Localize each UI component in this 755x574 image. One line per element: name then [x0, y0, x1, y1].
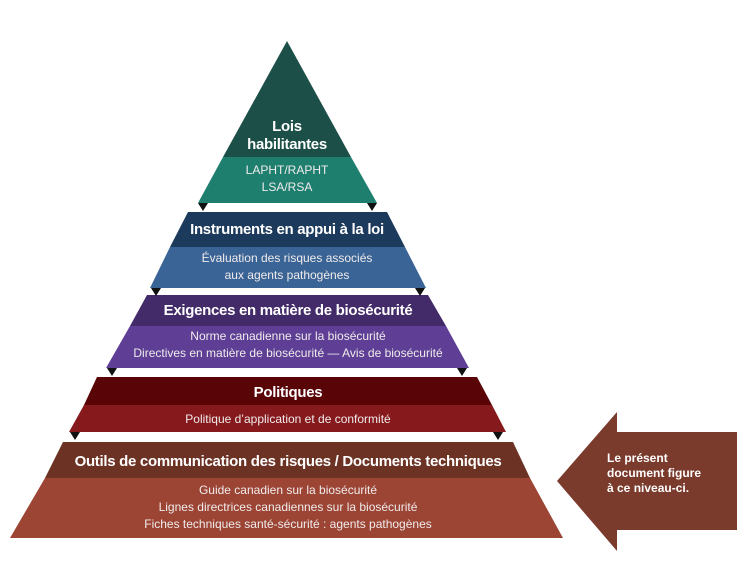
- tier-3-items: Norme canadienne sur la biosécurité Dire…: [133, 328, 442, 362]
- tier-3-header-bg: [130, 295, 446, 326]
- tier-5-header-bg: [45, 442, 530, 478]
- tier-item: Guide canadien sur la biosécurité: [198, 483, 378, 497]
- tier-1-title-line: habilitantes: [247, 136, 327, 153]
- tier-item: Directives en matière de biosécurité — A…: [133, 346, 443, 360]
- tier-1-items: LAPHT/RAPHT LSA/RSA: [246, 162, 329, 196]
- callout-text: Le présent document figure à ce niveau-c…: [607, 451, 701, 496]
- callout-line: document figure: [607, 466, 702, 480]
- tier-4-body-bg: [69, 405, 506, 432]
- tier-5-title: Outils de communication des risques / Do…: [74, 453, 502, 470]
- tier-1-header-bg: [223, 41, 351, 157]
- callout-line: Le présent: [607, 451, 668, 465]
- tier-item: Politique d’application et de conformité: [185, 412, 391, 426]
- tier-1-title: Lois habilitantes: [247, 118, 327, 154]
- callout-line: à ce niveau-ci.: [607, 481, 690, 495]
- tier-5-body-bg: [10, 478, 563, 538]
- tier-4-header-bg: [84, 377, 492, 405]
- tier-3-title: Exigences en matière de biosécurité: [163, 302, 413, 319]
- tier-1-body-bg: [198, 157, 377, 203]
- tier-5-items: Guide canadien sur la biosécurité Lignes…: [144, 482, 432, 533]
- tier-item: Norme canadienne sur la biosécurité: [190, 329, 386, 343]
- tier-4-items: Politique d’application et de conformité: [185, 411, 390, 428]
- tier-2-header-bg: [170, 212, 405, 247]
- callout-arrow-shape: [557, 412, 737, 551]
- tier-4-title: Politiques: [253, 384, 323, 401]
- tier-item: Lignes directrices canadiennes sur la bi…: [158, 500, 418, 514]
- connector-arrows: [70, 203, 503, 440]
- tier-item: LSA/RSA: [261, 180, 313, 194]
- tier-item: LAPHT/RAPHT: [245, 163, 329, 177]
- tier-2-title: Instruments en appui à la loi: [190, 221, 384, 238]
- tier-1-title-line: Lois: [272, 118, 302, 135]
- tier-3-body-bg: [106, 326, 469, 368]
- tier-item: Évaluation des risques associés: [201, 251, 373, 265]
- tier-2-items: Évaluation des risques associés aux agen…: [202, 250, 373, 284]
- tier-item: Fiches techniques santé-sécurité : agent…: [144, 517, 432, 531]
- tier-2-body-bg: [150, 247, 426, 288]
- tier-item: aux agents pathogènes: [224, 268, 350, 282]
